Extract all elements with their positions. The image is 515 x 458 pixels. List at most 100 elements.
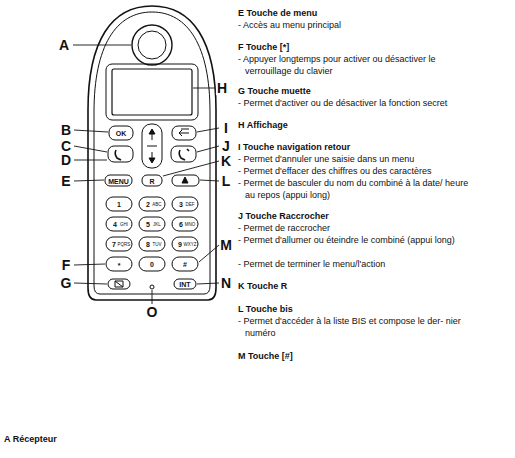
number-key [139,257,165,271]
description-text: - Appuyer longtemps pour activer ou désa… [238,53,474,77]
number-key [106,217,132,231]
call-key [108,146,133,162]
microphone [150,285,154,289]
description-text: - Permet de terminer le menu/l'action [238,258,474,270]
key-letters: TUV [153,243,162,248]
key-letters: JKL [153,223,161,228]
mute-icon [115,281,123,287]
key-letters: GHI [120,223,128,228]
key-text: * [118,262,121,269]
nav-divider [147,146,157,147]
key-text: # [183,261,187,268]
ok-key [109,126,133,140]
key-text: 6 [179,221,183,228]
number-key [172,217,198,231]
callout-letter: M [219,238,233,252]
description-heading: F Touche [*] [238,41,289,53]
number-key [172,197,198,211]
description-heading: G Touche muette [238,85,311,97]
back-icon [179,129,189,136]
nav-up-stem [152,134,153,140]
number-key [106,237,132,251]
description-text: - Permet de basculer du nom du combiné à… [238,177,474,201]
callout-letter: C [60,139,72,153]
hangup-icon [179,149,189,160]
back-key [172,126,196,140]
earpiece [132,25,172,65]
callout-letter: H [216,81,228,95]
menu-key [105,175,132,186]
number-key [139,197,165,211]
callout-letter: E [60,174,71,188]
description-heading: L Touche bis [238,303,293,315]
description-heading: J Touche Raccrocher [238,210,329,222]
key-text: 1 [117,201,121,208]
key-text: 8 [146,241,150,248]
nav-down-stem [152,152,153,158]
mute-key [108,279,130,289]
callout-letter: D [60,153,72,167]
number-key [172,237,198,251]
key-text: INT [179,281,190,288]
handset-face [94,12,210,294]
key-text: 7 [112,241,116,248]
description-text: - Permet d'accéder à la liste BIS et com… [238,315,474,339]
int-key [174,279,196,289]
hangup-key [171,146,196,162]
callout-letter: B [60,123,72,137]
keypad [106,197,198,271]
nav-up-arrow [149,129,155,134]
key-letters: PQRS [118,243,131,248]
description-text: - Permet d'effacer des chiffres ou des c… [238,165,474,177]
callout-letter: G [60,276,73,290]
callout-letter: F [61,258,72,272]
key-text: 2 [146,201,150,208]
description-heading: M Touche [#] [238,350,293,362]
key-letters: MNO [185,223,196,228]
number-key [106,197,132,211]
description-text: - Accès au menu principal [238,19,474,31]
key-text: MENU [108,177,129,184]
description-text: - Permet d'activer ou de désactiver la f… [238,97,474,109]
description-heading: A Récepteur [4,433,57,445]
number-key [106,257,132,271]
number-key [139,217,165,231]
key-text: 0 [150,261,154,268]
key-letters: WXYZ [184,243,197,248]
nav-key [142,124,162,168]
number-key [139,237,165,251]
description-heading: E Touche de menu [238,7,317,19]
key-letters: ABC [152,203,161,208]
description-text: - Permet de raccrocher [238,222,474,234]
description-text: - Permet d'annuler une saisie dans un me… [238,153,474,165]
nav-down-arrow [149,158,155,163]
leader-lines [73,45,219,304]
redial-key [172,175,199,186]
callout-letter: I [223,121,229,135]
key-text: 4 [113,221,117,228]
description-heading: K Touche R [238,280,287,292]
callout-letter: L [221,174,232,188]
screen-bezel [106,64,198,120]
callout-letter: J [221,139,231,153]
r-key [142,175,162,186]
callout-letter: N [220,276,232,290]
description-text: - Permet d'allumer ou éteindre le combin… [238,234,474,246]
key-text: 5 [146,221,150,228]
handset-body [88,6,216,300]
key-letters: DEF [186,203,195,208]
description-heading: H Affichage [238,119,288,131]
earpiece-inner [138,31,166,59]
redial-icon [182,177,188,183]
key-text: R [149,177,154,184]
key-text: 3 [179,201,183,208]
screen [112,69,192,115]
callout-letter: K [220,154,232,168]
description-heading: I Touche navigation retour [238,141,350,153]
callout-letter: O [146,305,159,319]
call-icon [115,150,121,160]
number-key [172,257,198,271]
key-text: OK [116,130,127,137]
key-text: 9 [178,241,182,248]
callout-letter: A [58,38,70,52]
